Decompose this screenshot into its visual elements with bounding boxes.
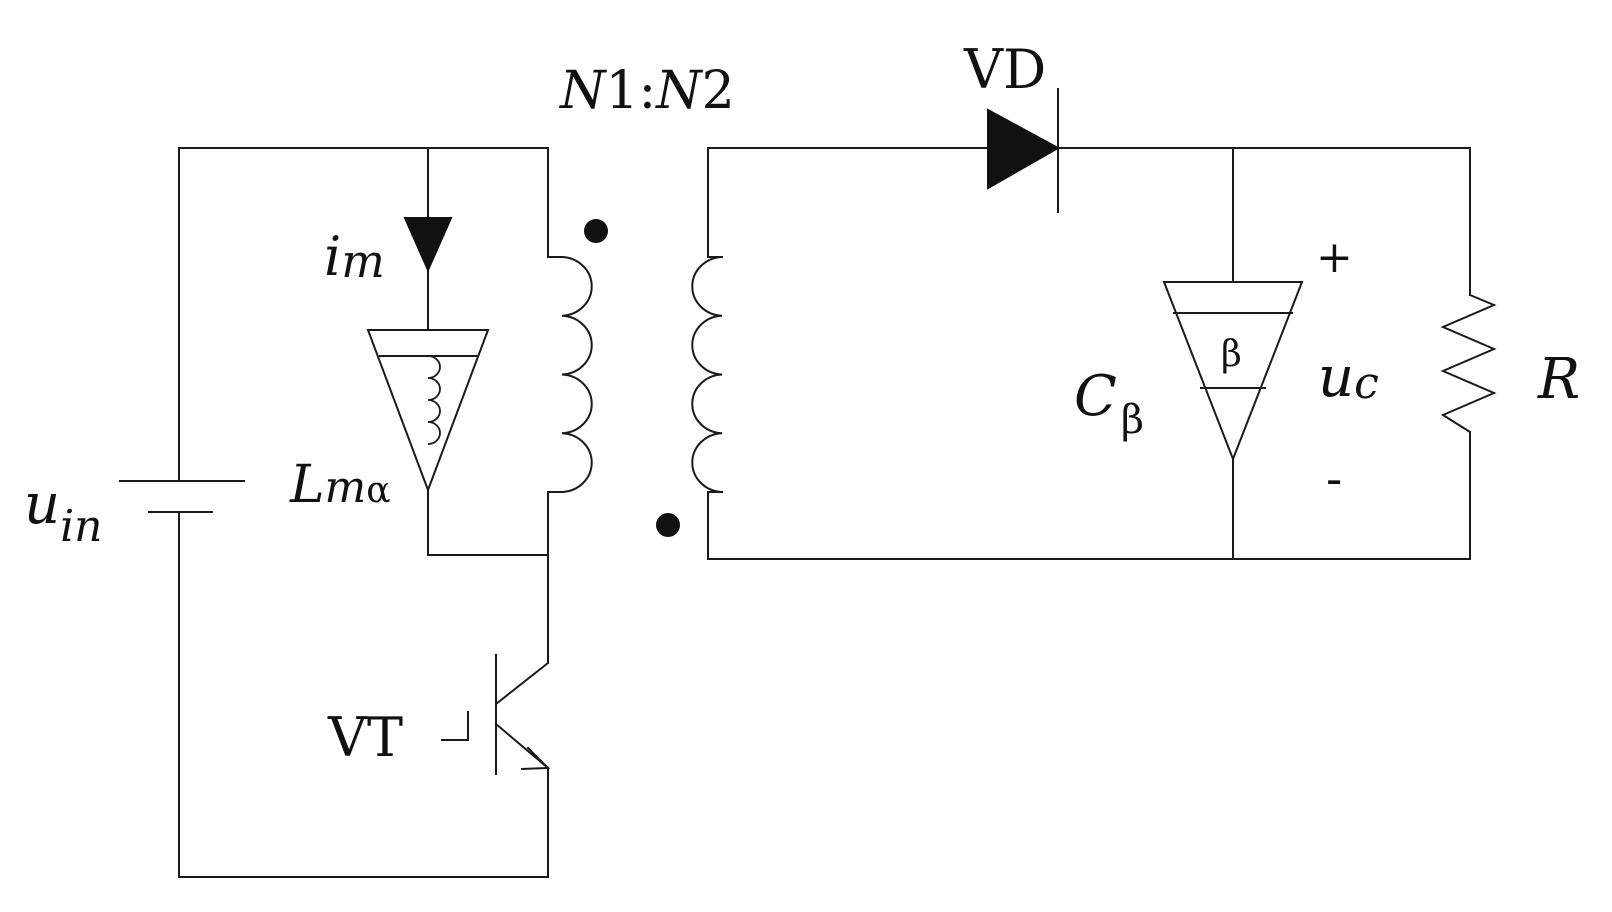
fractional-inductor bbox=[366, 329, 490, 493]
minus-sign: - bbox=[1326, 451, 1342, 507]
diode-label: VD bbox=[963, 38, 1046, 101]
diode-vd bbox=[987, 88, 1061, 213]
resistor-r bbox=[1440, 293, 1497, 434]
output-voltage-label: uc bbox=[1318, 345, 1379, 410]
inductor-label: Lmα bbox=[289, 455, 391, 515]
secondary-winding bbox=[691, 255, 724, 494]
secondary-dot-icon bbox=[656, 513, 680, 537]
capacitor-inner-label: β bbox=[1221, 334, 1242, 375]
plus-sign: + bbox=[1316, 232, 1353, 283]
turns-ratio-label: N1:N2 bbox=[558, 61, 735, 121]
input-voltage-source bbox=[119, 480, 245, 513]
resistor-label: R bbox=[1537, 347, 1580, 412]
current-label: im bbox=[324, 225, 385, 288]
input-voltage-label: uin bbox=[24, 472, 103, 552]
primary-winding bbox=[560, 255, 593, 494]
transistor-vt bbox=[441, 654, 551, 775]
primary-dot-icon bbox=[584, 219, 608, 243]
primary-wiring bbox=[178, 147, 563, 878]
transistor-label: VT bbox=[327, 706, 403, 769]
secondary-wiring bbox=[707, 147, 1471, 560]
current-arrow-icon bbox=[403, 217, 453, 273]
fractional-capacitor bbox=[1162, 281, 1304, 462]
